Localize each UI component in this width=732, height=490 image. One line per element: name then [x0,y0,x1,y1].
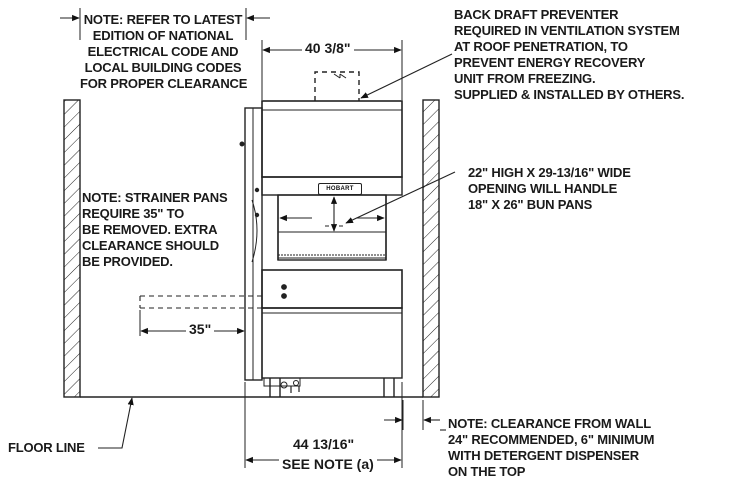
strainer-clearance-dimension: 35" [186,321,215,337]
base-width-dimension: 44 13/16" [293,436,355,452]
opening-leader [345,171,456,224]
base-width-note-ref: SEE NOTE (a) [279,456,377,472]
back-draft-leader [360,53,453,99]
strainer-pan-extent [139,295,262,309]
strainer-pans-note: NOTE: STRAINER PANS REQUIRE 35" TO BE RE… [82,190,228,269]
wall-clearance-note: NOTE: CLEARANCE FROM WALL 24" RECOMMENDE… [448,416,655,479]
dishwasher-machine [239,100,403,397]
back-draft-note: BACK DRAFT PREVENTER REQUIRED IN VENTILA… [454,7,685,102]
brand-nameplate: HOBART [318,183,362,195]
top-width-dimension: 40 3/8" [302,40,354,56]
left-wall [63,99,81,398]
opening-note: 22" HIGH X 29-13/16" WIDE OPENING WILL H… [468,165,631,212]
right-wall [422,99,440,398]
electrical-code-note: NOTE: REFER TO LATEST EDITION OF NATIONA… [80,12,248,91]
floor-line-leader [98,397,134,449]
floor-line-label: FLOOR LINE [8,440,85,455]
